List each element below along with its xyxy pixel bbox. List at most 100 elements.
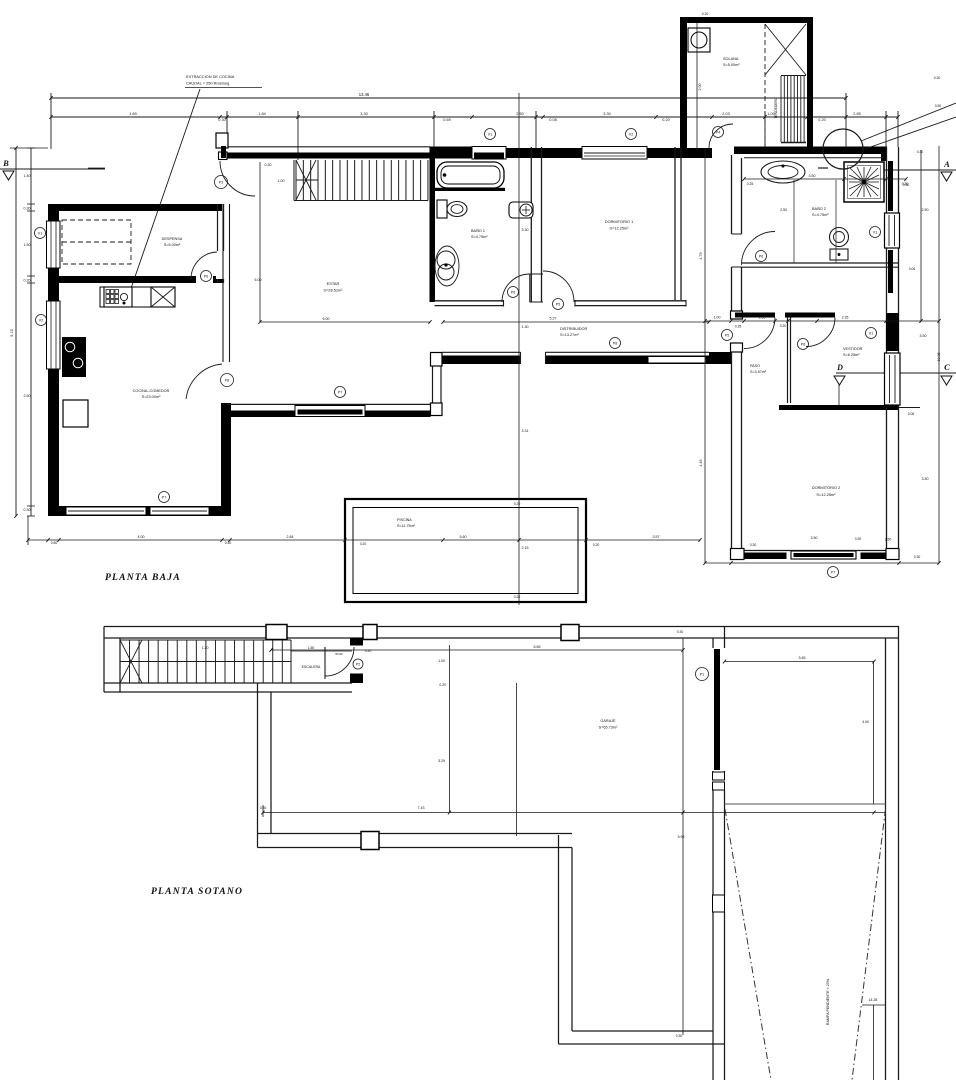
svg-text:B=90: B=90 (335, 652, 342, 656)
svg-text:0.06: 0.06 (908, 412, 915, 416)
svg-text:0.20: 0.20 (593, 543, 600, 547)
svg-text:3.50: 3.50 (922, 477, 929, 481)
svg-text:DORMITORIO 1: DORMITORIO 1 (605, 219, 633, 224)
svg-text:P1: P1 (700, 672, 704, 676)
svg-text:P7: P7 (831, 570, 835, 574)
svg-text:P6: P6 (759, 254, 763, 258)
svg-text:5.27: 5.27 (550, 317, 557, 321)
svg-text:BAÑO 2: BAÑO 2 (812, 206, 826, 211)
svg-text:P5: P5 (725, 333, 729, 337)
svg-text:2.35: 2.35 (842, 316, 849, 320)
svg-text:3.50: 3.50 (811, 536, 818, 540)
svg-text:0.30: 0.30 (218, 118, 225, 122)
svg-text:0.30: 0.30 (24, 508, 31, 512)
svg-text:P8: P8 (613, 341, 617, 345)
svg-text:S=23.00m²: S=23.00m² (142, 395, 161, 399)
svg-text:0.20: 0.20 (780, 324, 787, 328)
svg-text:PLANTA BAJA: PLANTA BAJA (105, 572, 181, 583)
svg-text:A: A (943, 159, 950, 169)
svg-text:0.30: 0.30 (514, 149, 521, 153)
svg-text:5.60: 5.60 (460, 535, 467, 539)
svg-text:2.84: 2.84 (287, 535, 294, 539)
svg-text:2.50: 2.50 (780, 208, 787, 212)
svg-text:ESCALERA: ESCALERA (302, 665, 321, 669)
svg-text:B: B (2, 158, 9, 168)
svg-text:V2: V2 (39, 318, 43, 322)
svg-text:0.20: 0.20 (818, 118, 825, 122)
svg-text:0.30: 0.30 (676, 1034, 683, 1038)
svg-text:GARAJE: GARAJE (600, 719, 616, 723)
svg-text:0.30: 0.30 (934, 76, 941, 80)
svg-text:0.30: 0.30 (750, 543, 757, 547)
svg-text:4.79: 4.79 (699, 253, 703, 260)
svg-text:0.06: 0.06 (909, 267, 916, 271)
svg-text:0.20: 0.20 (662, 118, 669, 122)
svg-text:1.84: 1.84 (258, 112, 265, 116)
svg-text:VESTIDOR: VESTIDOR (843, 347, 863, 351)
svg-text:1.20: 1.20 (202, 646, 209, 650)
svg-text:V2: V2 (629, 132, 633, 136)
svg-text:0.50: 0.50 (935, 104, 942, 108)
svg-text:0.30: 0.30 (917, 150, 924, 154)
svg-text:DESPENSA: DESPENSA (162, 237, 183, 241)
svg-text:P7: P7 (338, 390, 342, 394)
svg-text:0.50: 0.50 (225, 541, 232, 545)
svg-text:1.00: 1.00 (714, 316, 721, 320)
svg-text:0.30: 0.30 (514, 358, 521, 362)
svg-text:1.69: 1.69 (129, 112, 136, 116)
svg-text:C: C (944, 362, 950, 372)
svg-text:3.65: 3.65 (799, 656, 806, 660)
svg-text:5.00: 5.00 (323, 317, 330, 321)
svg-text:P6: P6 (801, 342, 805, 346)
svg-text:0.30: 0.30 (855, 537, 862, 541)
svg-text:2.50: 2.50 (885, 538, 892, 542)
svg-text:0.20: 0.20 (514, 502, 521, 506)
svg-text:3.29: 3.29 (438, 759, 445, 763)
svg-text:6.00: 6.00 (255, 278, 262, 282)
svg-text:3.50: 3.50 (920, 334, 927, 338)
svg-text:2.50: 2.50 (24, 394, 31, 398)
svg-text:CAUDAL = 250 litros/seg.: CAUDAL = 250 litros/seg. (186, 81, 230, 86)
svg-text:S=12.25m²: S=12.25m² (816, 492, 836, 497)
svg-text:3.31: 3.31 (522, 429, 529, 433)
svg-text:0.20: 0.20 (702, 12, 709, 16)
svg-text:0.30: 0.30 (902, 182, 909, 186)
svg-text:TENDEDERO: TENDEDERO (774, 97, 778, 119)
svg-text:P6: P6 (511, 290, 515, 294)
svg-text:0.20: 0.20 (514, 595, 521, 599)
svg-text:2.50: 2.50 (516, 112, 523, 116)
svg-text:RAMPA PENDIENTE < 20%: RAMPA PENDIENTE < 20% (826, 978, 830, 1025)
svg-text:3.50: 3.50 (809, 174, 816, 178)
svg-text:BAÑO 1: BAÑO 1 (471, 228, 485, 233)
svg-text:P2: P2 (356, 662, 360, 666)
svg-text:V1: V1 (869, 331, 873, 335)
svg-text:0.30: 0.30 (24, 207, 31, 211)
svg-text:0.20: 0.20 (439, 683, 446, 687)
svg-text:6.65: 6.65 (534, 645, 541, 649)
svg-text:S=4.75m²: S=4.75m² (471, 235, 488, 239)
svg-text:0.08: 0.08 (549, 118, 556, 122)
svg-text:S=6.25m²: S=6.25m² (843, 353, 860, 357)
svg-text:DISTRIBUIDOR: DISTRIBUIDOR (560, 327, 587, 331)
svg-text:COCINA–COMEDOR: COCINA–COMEDOR (133, 389, 170, 393)
svg-text:0.50: 0.50 (51, 541, 58, 545)
svg-text:4.00: 4.00 (862, 720, 869, 724)
svg-text:2.03: 2.03 (722, 112, 729, 116)
svg-text:S=65.73m²: S=65.73m² (599, 726, 618, 730)
svg-text:SOLANA: SOLANA (723, 57, 739, 61)
svg-text:2.00: 2.00 (698, 84, 702, 91)
svg-text:0.30: 0.30 (903, 183, 910, 187)
svg-text:S=13.27m²: S=13.27m² (560, 333, 579, 337)
svg-text:S=12.25m²: S=12.25m² (609, 226, 629, 231)
svg-text:1.50: 1.50 (24, 243, 31, 247)
svg-text:10.35: 10.35 (937, 353, 941, 362)
svg-text:2.50: 2.50 (922, 208, 929, 212)
svg-text:0.30: 0.30 (677, 630, 684, 634)
svg-text:DORMITORIO 2: DORMITORIO 2 (812, 485, 840, 490)
svg-text:9.15: 9.15 (10, 329, 14, 336)
svg-text:S=4.75m²: S=4.75m² (812, 213, 829, 217)
svg-text:D: D (836, 363, 843, 372)
svg-text:0.20: 0.20 (24, 279, 31, 283)
svg-text:0.30: 0.30 (914, 555, 921, 559)
svg-text:P6: P6 (204, 274, 208, 278)
